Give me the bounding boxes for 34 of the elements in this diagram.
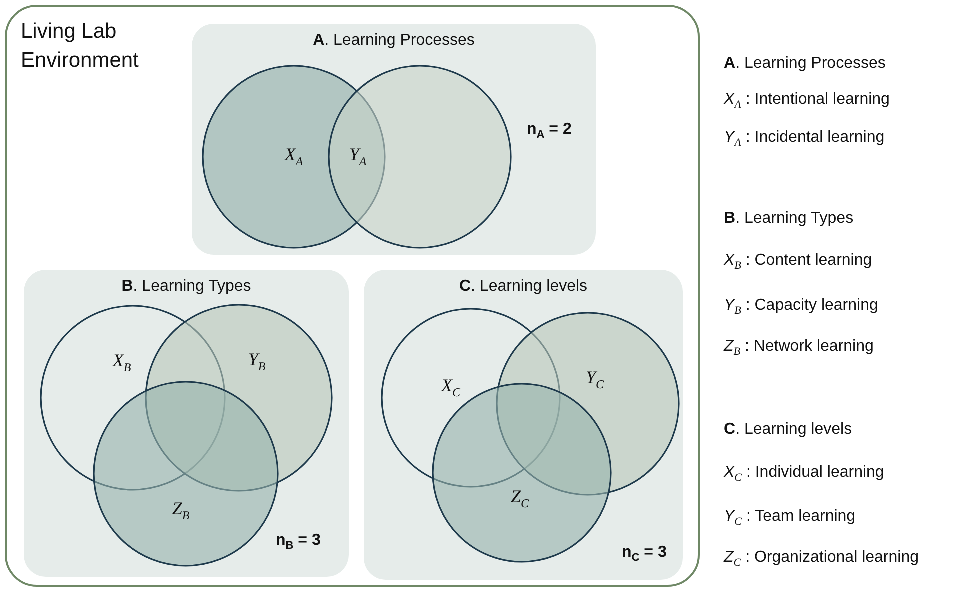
set-count: n$_{C}$ = 3 [622, 544, 667, 564]
set-label: Y$_{A}$ [349, 144, 367, 170]
legend-entry: B. Learning Types [724, 210, 854, 228]
set-label: Y$_{B}$ [248, 350, 266, 374]
set-label: X$_{A}$ [284, 144, 304, 170]
legend-heading: X$_{C}$ : Individual learning [724, 464, 884, 484]
legend-entry: X$_{A}$ : Intentional learning [724, 91, 890, 112]
legend-entry: Y$_{B}$ : Capacity learning [724, 297, 878, 318]
venn-circle [328, 65, 512, 249]
venn-circle [40, 305, 226, 491]
legend-entry: Y$_{A}$ : Incidental learning [724, 129, 885, 150]
venn-circle [93, 381, 279, 567]
frame-title: Living Lab Environment [21, 19, 140, 74]
panel-heading: C. Learning levels [459, 278, 588, 296]
set-count: n$_{B}$ = 3 [276, 532, 321, 552]
venn-panel [364, 270, 683, 580]
panel-heading: A. Learning Processes [313, 32, 475, 50]
venn-panel [192, 24, 596, 255]
legend-entry: Z$_{C}$ : Organizational learning [724, 549, 920, 570]
panel-heading: B. Learning Types [122, 278, 252, 296]
set-label: Z$_{B}$ [172, 498, 190, 524]
set-count: n$_{A}$ = 2 [527, 121, 572, 142]
set-label: Z$_{C}$ [510, 486, 530, 512]
set-label: X$_{C}$ [442, 376, 460, 400]
legend-heading: A. Learning Processes [724, 55, 886, 73]
legend-heading: X$_{B}$ : Content learning [724, 252, 872, 272]
environment-frame [5, 5, 700, 587]
set-label: X$_{B}$ [112, 350, 132, 376]
set-label: Y$_{C}$ [586, 368, 604, 392]
legend-heading: C. Learning levels [724, 421, 852, 439]
venn-panel [24, 270, 349, 577]
legend-entry: Y$_{C}$ : Team learning [724, 508, 856, 528]
legend-entry: Z$_{B}$ : Network learning [724, 338, 874, 358]
venn-circle [381, 308, 561, 488]
